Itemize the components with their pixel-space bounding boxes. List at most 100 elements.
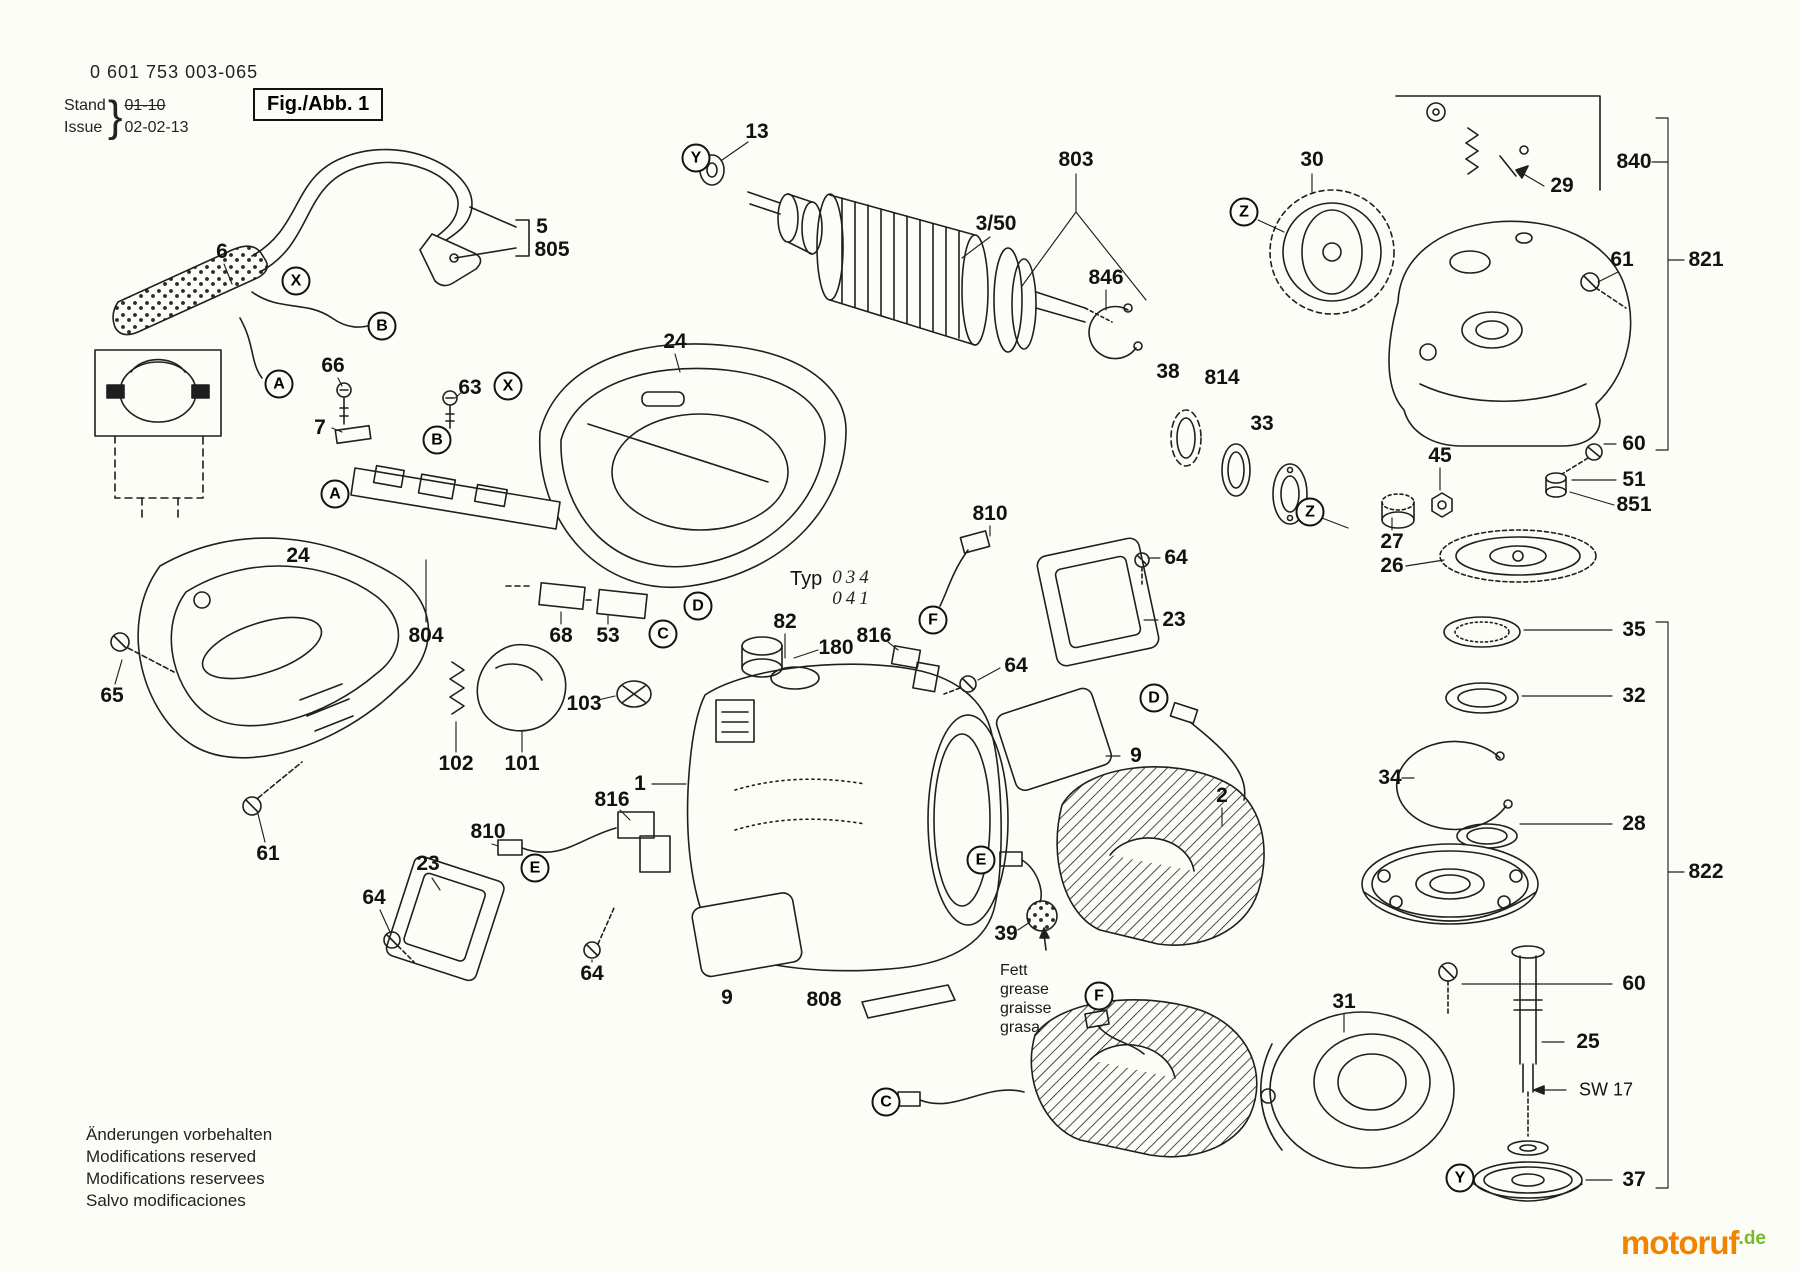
part-label-23-right: 23 [1162,608,1186,631]
housing-cover-top [539,343,847,589]
part-label-804: 804 [408,624,444,647]
part-label-9-right: 9 [1130,744,1142,767]
watermark-name: motoruf [1620,1224,1740,1261]
ref-circle-a2: A [320,479,350,509]
part-label-3-50: 3/50 [975,212,1017,235]
ref-circle-e2: E [966,845,996,875]
part-label-51: 51 [1622,468,1646,491]
motoruf-watermark[interactable]: motoruf.de [1621,1224,1766,1262]
part-label-24-bottom: 24 [286,544,310,567]
grease-note-fr: graisse [1000,999,1052,1017]
ref-circle-d: D [683,591,713,621]
grease-note-de: Fett [1000,962,1028,979]
handle-shell-bottom [110,537,430,816]
part-label-64-right: 64 [1164,546,1188,569]
ref-circle-x2: X [493,371,523,401]
part-label-810-top: 810 [972,502,1008,525]
gear-head-housing [1388,220,1632,498]
ref-circle-x: X [281,266,311,296]
part-label-33: 33 [1250,412,1274,435]
grease-note-es: grasa [1000,1018,1041,1036]
part-label-53: 53 [596,624,620,647]
part-label-27: 27 [1380,530,1404,553]
part-label-102: 102 [438,752,474,775]
part-label-851: 851 [1616,493,1652,516]
part-label-28: 28 [1622,812,1646,835]
part-label-39: 39 [994,922,1018,945]
type-note-value-1: 034 [832,567,873,588]
figure-label: Fig./Abb. 1 [253,88,384,121]
part-label-24-top: 24 [663,330,687,353]
part-label-29: 29 [1550,174,1574,197]
grease-note: Fett grease graisse grasa [1000,962,1052,1038]
part-label-61-right: 61 [1610,248,1634,271]
part-label-63: 63 [458,376,482,399]
part-label-816-bottom: 816 [594,788,630,811]
part-label-814: 814 [1204,366,1240,389]
disclaimer-es: Salvo modificaciones [86,1191,246,1211]
ref-circle-y: Y [681,143,711,173]
part-label-25: 25 [1576,1030,1600,1053]
part-label-846: 846 [1088,266,1124,289]
part-label-26: 26 [1380,554,1404,577]
part-label-64-bottom-mid: 64 [580,962,604,985]
type-note-value-2: 041 [832,587,873,609]
motor-housing [686,636,1113,1019]
part-label-816-top: 816 [856,624,892,647]
leader-lines [114,117,1685,1189]
brush-cover-left [383,855,505,982]
part-label-1: 1 [634,772,646,795]
type-note-label: Typ [790,568,823,590]
wiring-schematic [94,349,222,521]
part-label-68: 68 [549,624,573,647]
ref-circle-y2: Y [1445,1163,1475,1193]
stand-label: Stand [64,97,106,115]
part-label-30: 30 [1300,148,1324,171]
ref-circle-d2: D [1139,683,1169,713]
ref-circle-a: A [264,369,294,399]
part-label-38: 38 [1156,360,1180,383]
part-label-808: 808 [806,988,842,1011]
ref-circle-b2: B [422,425,452,455]
switch-assembly [334,382,648,620]
ref-circle-c2: C [871,1087,901,1117]
ref-circle-e: E [520,853,550,883]
part-label-66: 66 [321,354,345,377]
part-label-5: 5 [536,215,548,238]
disclaimer-en: Modifications reserved [86,1147,257,1167]
document-part-number: 0 601 753 003-065 [90,62,259,82]
part-label-65: 65 [100,684,124,707]
part-label-37: 37 [1622,1168,1646,1191]
bevel-gear-set [1381,492,1597,583]
part-label-6: 6 [216,240,228,263]
part-label-31: 31 [1332,990,1356,1013]
ref-circle-b: B [367,311,397,341]
part-label-805: 805 [534,238,570,261]
armature [699,154,1113,353]
part-label-34: 34 [1378,766,1402,789]
part-label-9-left: 9 [721,986,733,1009]
revision-block: Stand Issue } 01-10 02-02-13 [64,92,189,142]
part-label-32: 32 [1622,684,1646,707]
spindle-lock-parts [1395,95,1601,191]
ref-circle-z: Z [1229,197,1259,227]
part-label-2: 2 [1216,784,1228,807]
power-cord-assembly [112,148,530,379]
type-note: Typ 034 041 [790,567,873,610]
helical-gear-30 [1269,189,1395,315]
spindle-bearing-stack [1361,616,1583,1202]
part-label-840: 840 [1616,150,1652,173]
part-label-45: 45 [1428,444,1452,467]
ref-circle-f2: F [1084,981,1114,1011]
part-label-13: 13 [745,120,769,143]
issue-value: 02-02-13 [124,119,189,136]
trigger-lever-group [449,644,652,732]
grease-note-en: grease [1000,980,1049,998]
part-label-103: 103 [566,692,602,715]
part-label-sw17: SW 17 [1578,1079,1634,1100]
circlip-846 [1088,303,1143,360]
part-label-23-left: 23 [416,852,440,875]
part-label-64-left: 64 [362,886,386,909]
protection-guard [1260,1011,1455,1169]
